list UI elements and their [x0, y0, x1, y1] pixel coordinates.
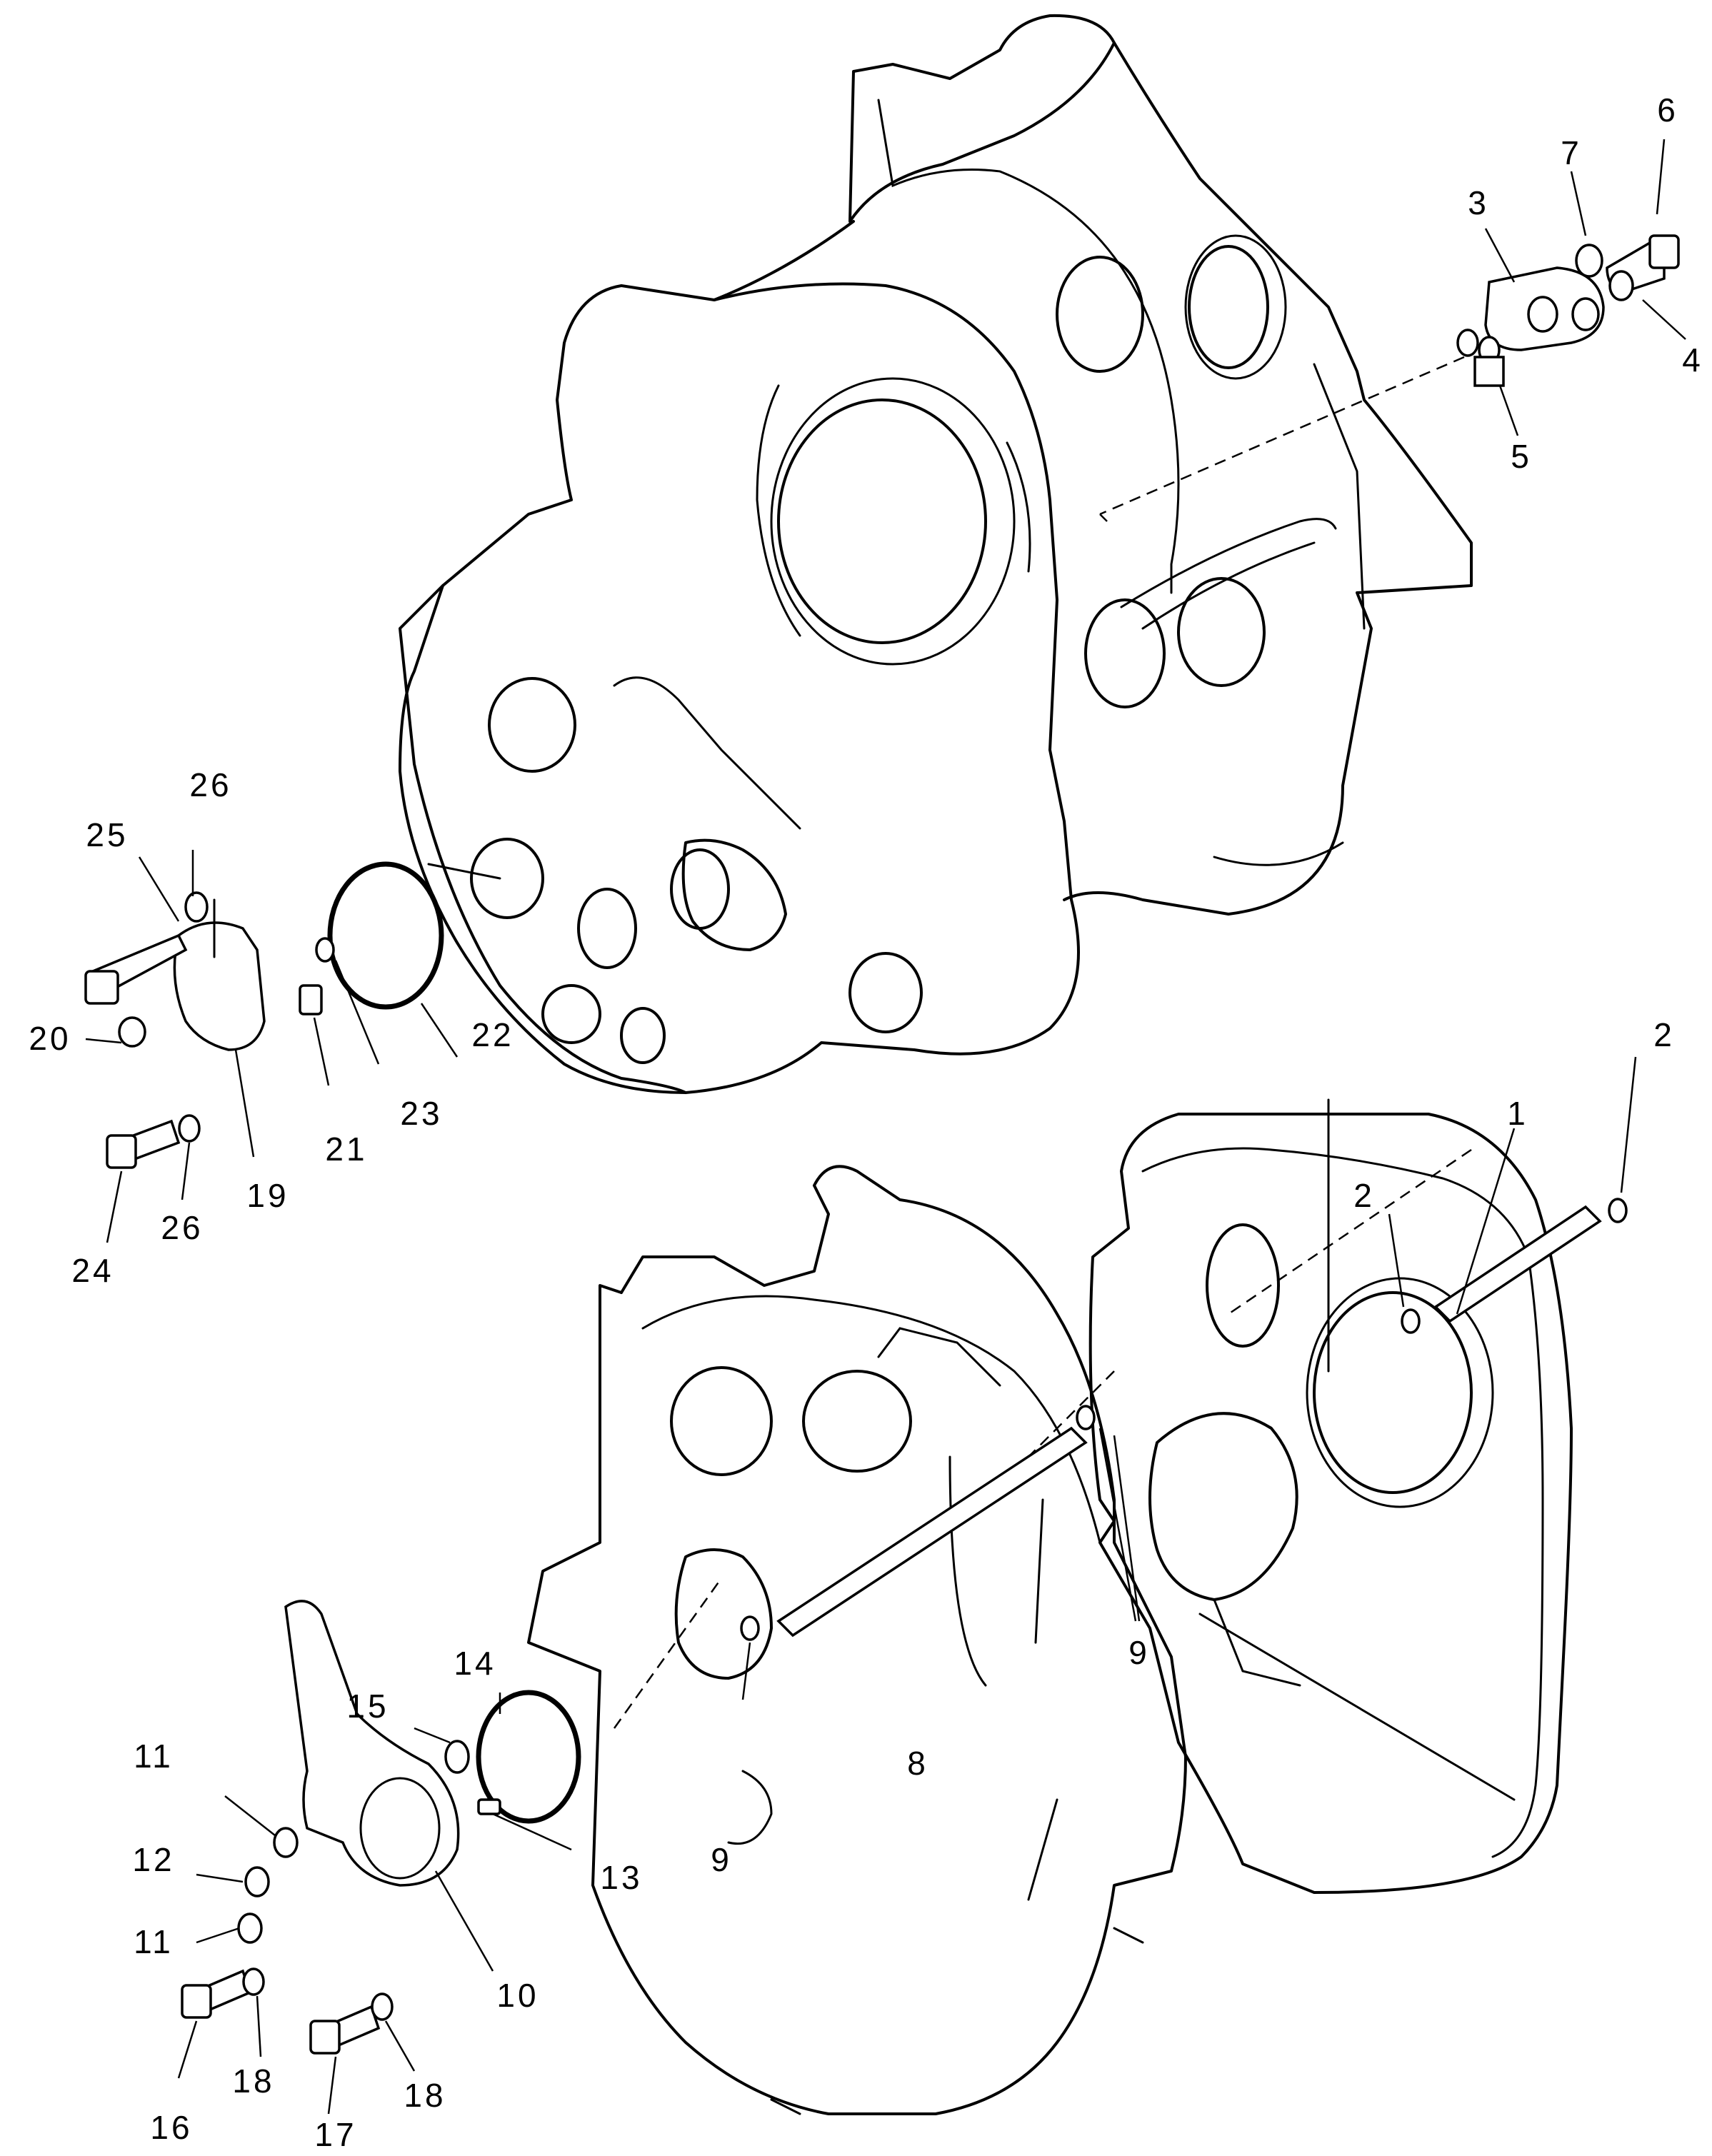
callout-11-top: 11: [134, 1738, 174, 1775]
o-ring-9a: [1076, 1405, 1096, 1430]
callout-18-left: 18: [232, 2062, 274, 2100]
leader-lines: [85, 139, 1686, 2115]
washer-18a: [242, 1967, 265, 1996]
washer-7: [1575, 244, 1603, 278]
upper-housing: [399, 14, 1473, 1094]
callout-22: 22: [471, 1016, 514, 1053]
callout-5: 5: [1511, 438, 1532, 475]
plug-20: [118, 1016, 146, 1048]
callout-26-top: 26: [189, 766, 231, 803]
callout-2-right: 2: [1653, 1016, 1675, 1053]
callout-18-right: 18: [404, 2077, 446, 2114]
callout-23: 23: [400, 1095, 442, 1132]
callout-8: 8: [907, 1745, 928, 1782]
oil-seal-cover-group: [1456, 234, 1680, 387]
callout-4: 4: [1682, 341, 1703, 378]
callout-25: 25: [86, 816, 128, 853]
callout-19: 19: [246, 1177, 289, 1214]
callout-14: 14: [454, 1645, 496, 1682]
pipe-group: [740, 1198, 1628, 1641]
callout-7: 7: [1561, 134, 1582, 171]
o-ring-15: [444, 1740, 470, 1774]
washer-26a: [184, 891, 209, 923]
callout-6: 6: [1657, 91, 1678, 129]
callout-16: 16: [150, 2109, 192, 2146]
plug-11b: [237, 1912, 263, 1944]
o-ring-9b: [740, 1615, 760, 1641]
cover-10: [284, 1600, 460, 1887]
callout-12: 12: [132, 1841, 174, 1878]
plug-4: [1608, 270, 1634, 301]
pipe-1: [1433, 1205, 1602, 1323]
callout-9-right: 9: [1128, 1634, 1150, 1671]
callout-labels: 6 7 3 4 5 26 25 20 22 23 21 19 26 24 2 1…: [29, 91, 1703, 2153]
lower-housing: [527, 1098, 1573, 2115]
callout-1: 1: [1507, 1095, 1528, 1132]
callout-3: 3: [1468, 184, 1489, 221]
cover-19: [173, 921, 266, 1051]
callout-2-left: 2: [1353, 1177, 1375, 1214]
callout-24: 24: [71, 1252, 114, 1289]
callout-11-bottom: 11: [134, 1923, 174, 1960]
o-ring-5a: [1456, 329, 1479, 357]
plug-11a: [273, 1827, 299, 1858]
callout-9-left: 9: [711, 1841, 732, 1878]
o-ring-2b: [1401, 1308, 1421, 1334]
washer-18b: [371, 1992, 394, 2021]
callout-13: 13: [600, 1859, 642, 1896]
o-ring-22: [327, 861, 444, 1010]
plug-12: [244, 1866, 270, 1897]
lower-cover-group: [181, 1600, 581, 2055]
o-ring-14: [476, 1690, 581, 1824]
callout-26-bottom: 26: [161, 1209, 203, 1246]
pin-13: [477, 1798, 501, 1815]
callout-15: 15: [346, 1688, 389, 1725]
callout-17: 17: [314, 2116, 356, 2153]
callout-10: 10: [496, 1977, 539, 2014]
o-ring-23: [315, 937, 335, 963]
washer-26b: [178, 1114, 201, 1143]
pipe-8: [776, 1426, 1088, 1638]
pin-21: [299, 984, 323, 1016]
left-cover-group: [84, 861, 444, 1169]
callout-20: 20: [29, 1020, 71, 1057]
o-ring-2a: [1608, 1198, 1628, 1223]
callout-21: 21: [325, 1130, 367, 1168]
